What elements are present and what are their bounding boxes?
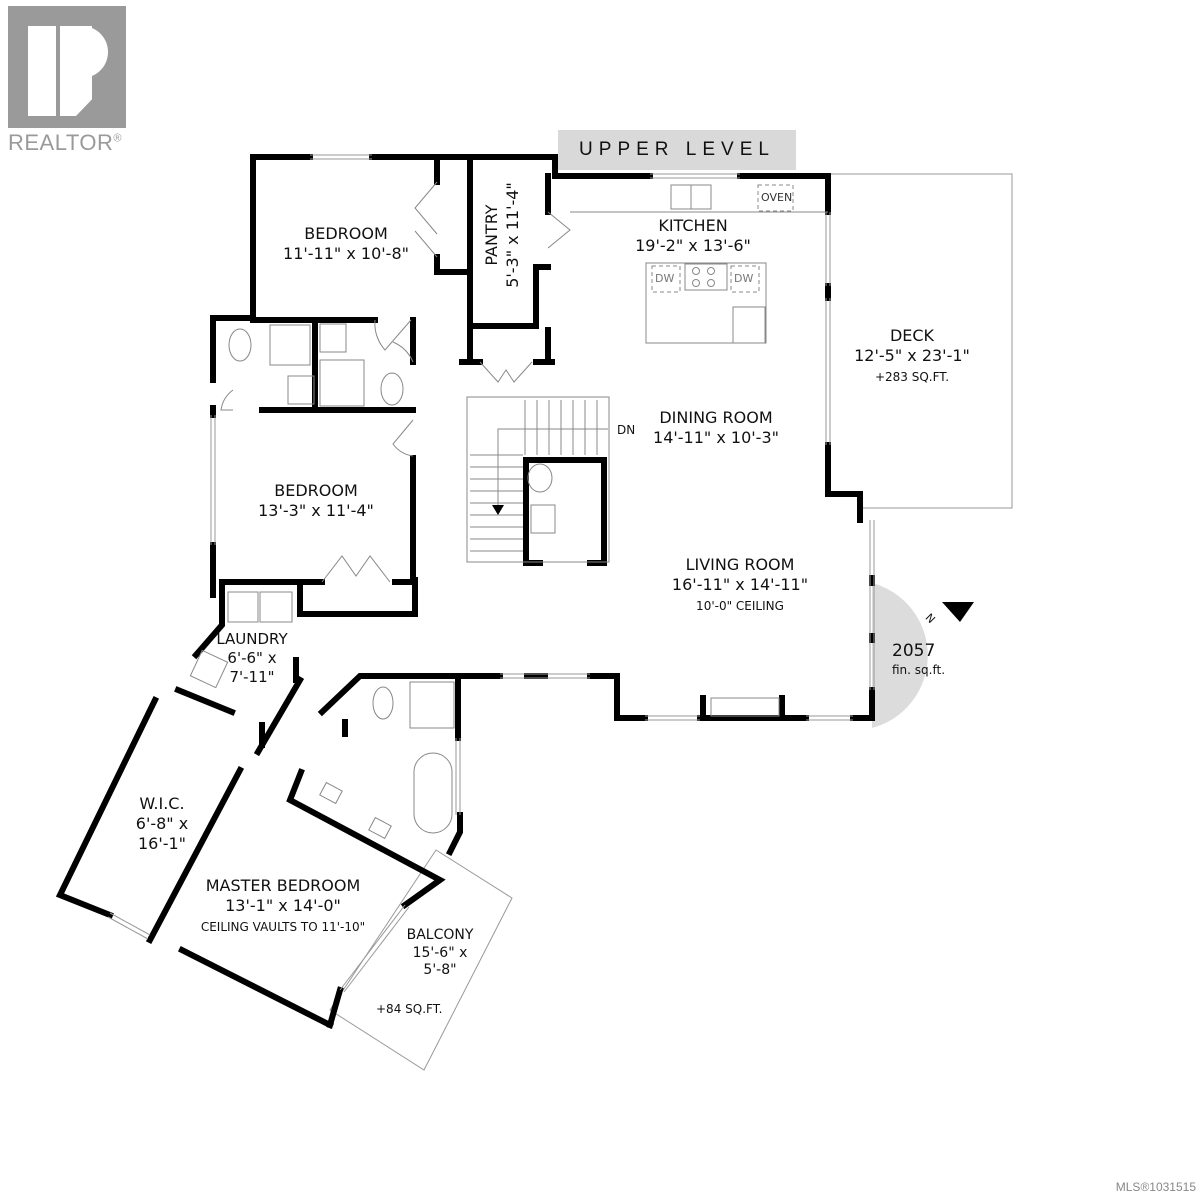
mls-number: MLS®1031515 (1115, 1180, 1196, 1194)
room-name: DECK (889, 326, 935, 345)
room-name: LIVING ROOM (685, 555, 795, 574)
room-dimensions: 5'-3" x 11'-4" (503, 182, 522, 288)
stairs (466, 396, 610, 563)
room-name: DINING ROOM (659, 408, 773, 427)
room-area-note: +283 SQ.FT. (874, 370, 950, 384)
room-name: KITCHEN (658, 216, 728, 235)
stairs-down-label: DN (617, 423, 636, 437)
room-laundry: LAUNDRY 6'-6" x 7'-11" (216, 630, 287, 686)
room-dimensions-line2: 5'-8" (423, 962, 457, 978)
room-dining: DINING ROOM 14'-11" x 10'-3" (653, 408, 779, 448)
realtor-logo-mark (8, 6, 126, 128)
realtor-logo: REALTOR® (8, 6, 128, 156)
room-kitchen: KITCHEN 19'-2" x 13'-6" (635, 216, 751, 256)
ceiling-note: 10'-0" CEILING (696, 599, 784, 613)
room-pantry: PANTRY 5'-3" x 11'-4" (482, 182, 524, 288)
dishwasher-left-label: DW (655, 272, 675, 285)
room-dimensions: 13'-3" x 11'-4" (258, 501, 374, 520)
room-living: LIVING ROOM 16'-11" x 14'-11" 10'-0" CEI… (672, 555, 808, 614)
room-bedroom-1: BEDROOM 11'-11" x 10'-8" (283, 224, 409, 264)
room-dimensions: 12'-5" x 23'-1" (854, 346, 970, 365)
realtor-wordmark: REALTOR® (8, 130, 122, 155)
total-area-value: 2057 (892, 641, 936, 661)
compass-area (872, 583, 928, 728)
ceiling-note: CEILING VAULTS TO 11'-10" (200, 920, 366, 934)
room-dimensions: 13'-1" x 14'-0" (225, 896, 341, 915)
dishwasher-right-label: DW (734, 272, 754, 285)
room-dimensions-line2: 7'-11" (229, 667, 275, 686)
total-area-unit: fin. sq.ft. (892, 663, 946, 677)
room-dimensions: 16'-11" x 14'-11" (671, 575, 809, 594)
room-name: MASTER BEDROOM (205, 876, 361, 895)
room-name: BALCONY (406, 927, 474, 943)
room-name: BEDROOM (304, 224, 388, 243)
room-deck: DECK 12'-5" x 23'-1" +283 SQ.FT. (854, 326, 970, 385)
room-bedroom-2: BEDROOM 13'-3" x 11'-4" (258, 481, 374, 521)
room-name: LAUNDRY (216, 630, 288, 648)
stairs-down-arrow-icon (492, 505, 504, 515)
room-dimensions-line2: 16'-1" (137, 834, 187, 853)
room-name: PANTRY (482, 204, 502, 266)
room-dimensions-line1: 6'-8" x (135, 814, 189, 833)
room-name: W.I.C. (139, 794, 185, 813)
balcony-area-note: +84 SQ.FT. (376, 1002, 443, 1016)
kitchen-island (645, 262, 767, 344)
total-area: 2057 fin. sq.ft. (892, 641, 945, 677)
north-arrow-icon (942, 602, 974, 622)
level-banner: UPPER LEVEL (558, 130, 796, 170)
room-master-bedroom: MASTER BEDROOM 13'-1" x 14'-0" CEILING V… (201, 876, 365, 935)
room-dimensions: 14'-11" x 10'-3" (653, 428, 779, 447)
room-dimensions: 19'-2" x 13'-6" (635, 236, 751, 255)
room-dimensions: 11'-11" x 10'-8" (283, 244, 409, 263)
oven-label: OVEN (761, 191, 793, 204)
room-dimensions-line1: 6'-6" x (227, 648, 277, 667)
room-dimensions-line1: 15'-6" x (412, 944, 468, 961)
room-balcony: BALCONY 15'-6" x 5'-8" (407, 927, 474, 980)
room-walk-in-closet: W.I.C. 6'-8" x 16'-1" (136, 794, 188, 854)
room-name: BEDROOM (274, 481, 358, 500)
stair-treads (470, 400, 598, 552)
